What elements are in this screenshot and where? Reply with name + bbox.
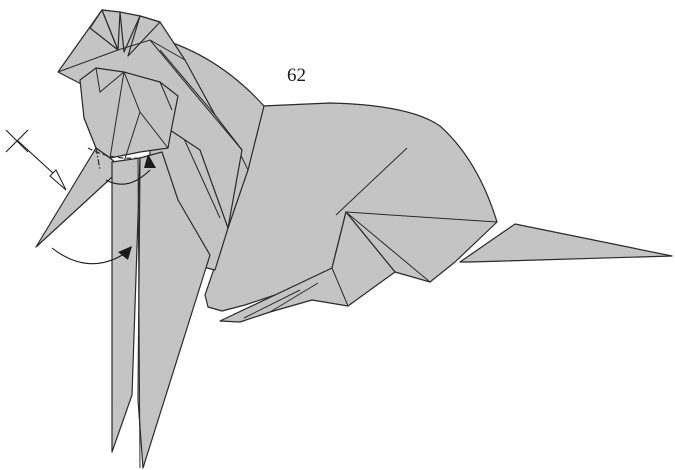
tail <box>460 224 672 262</box>
tusk-left <box>112 158 140 452</box>
push-arrow <box>6 130 66 190</box>
step-number: 62 <box>287 66 306 85</box>
snout <box>36 148 122 247</box>
